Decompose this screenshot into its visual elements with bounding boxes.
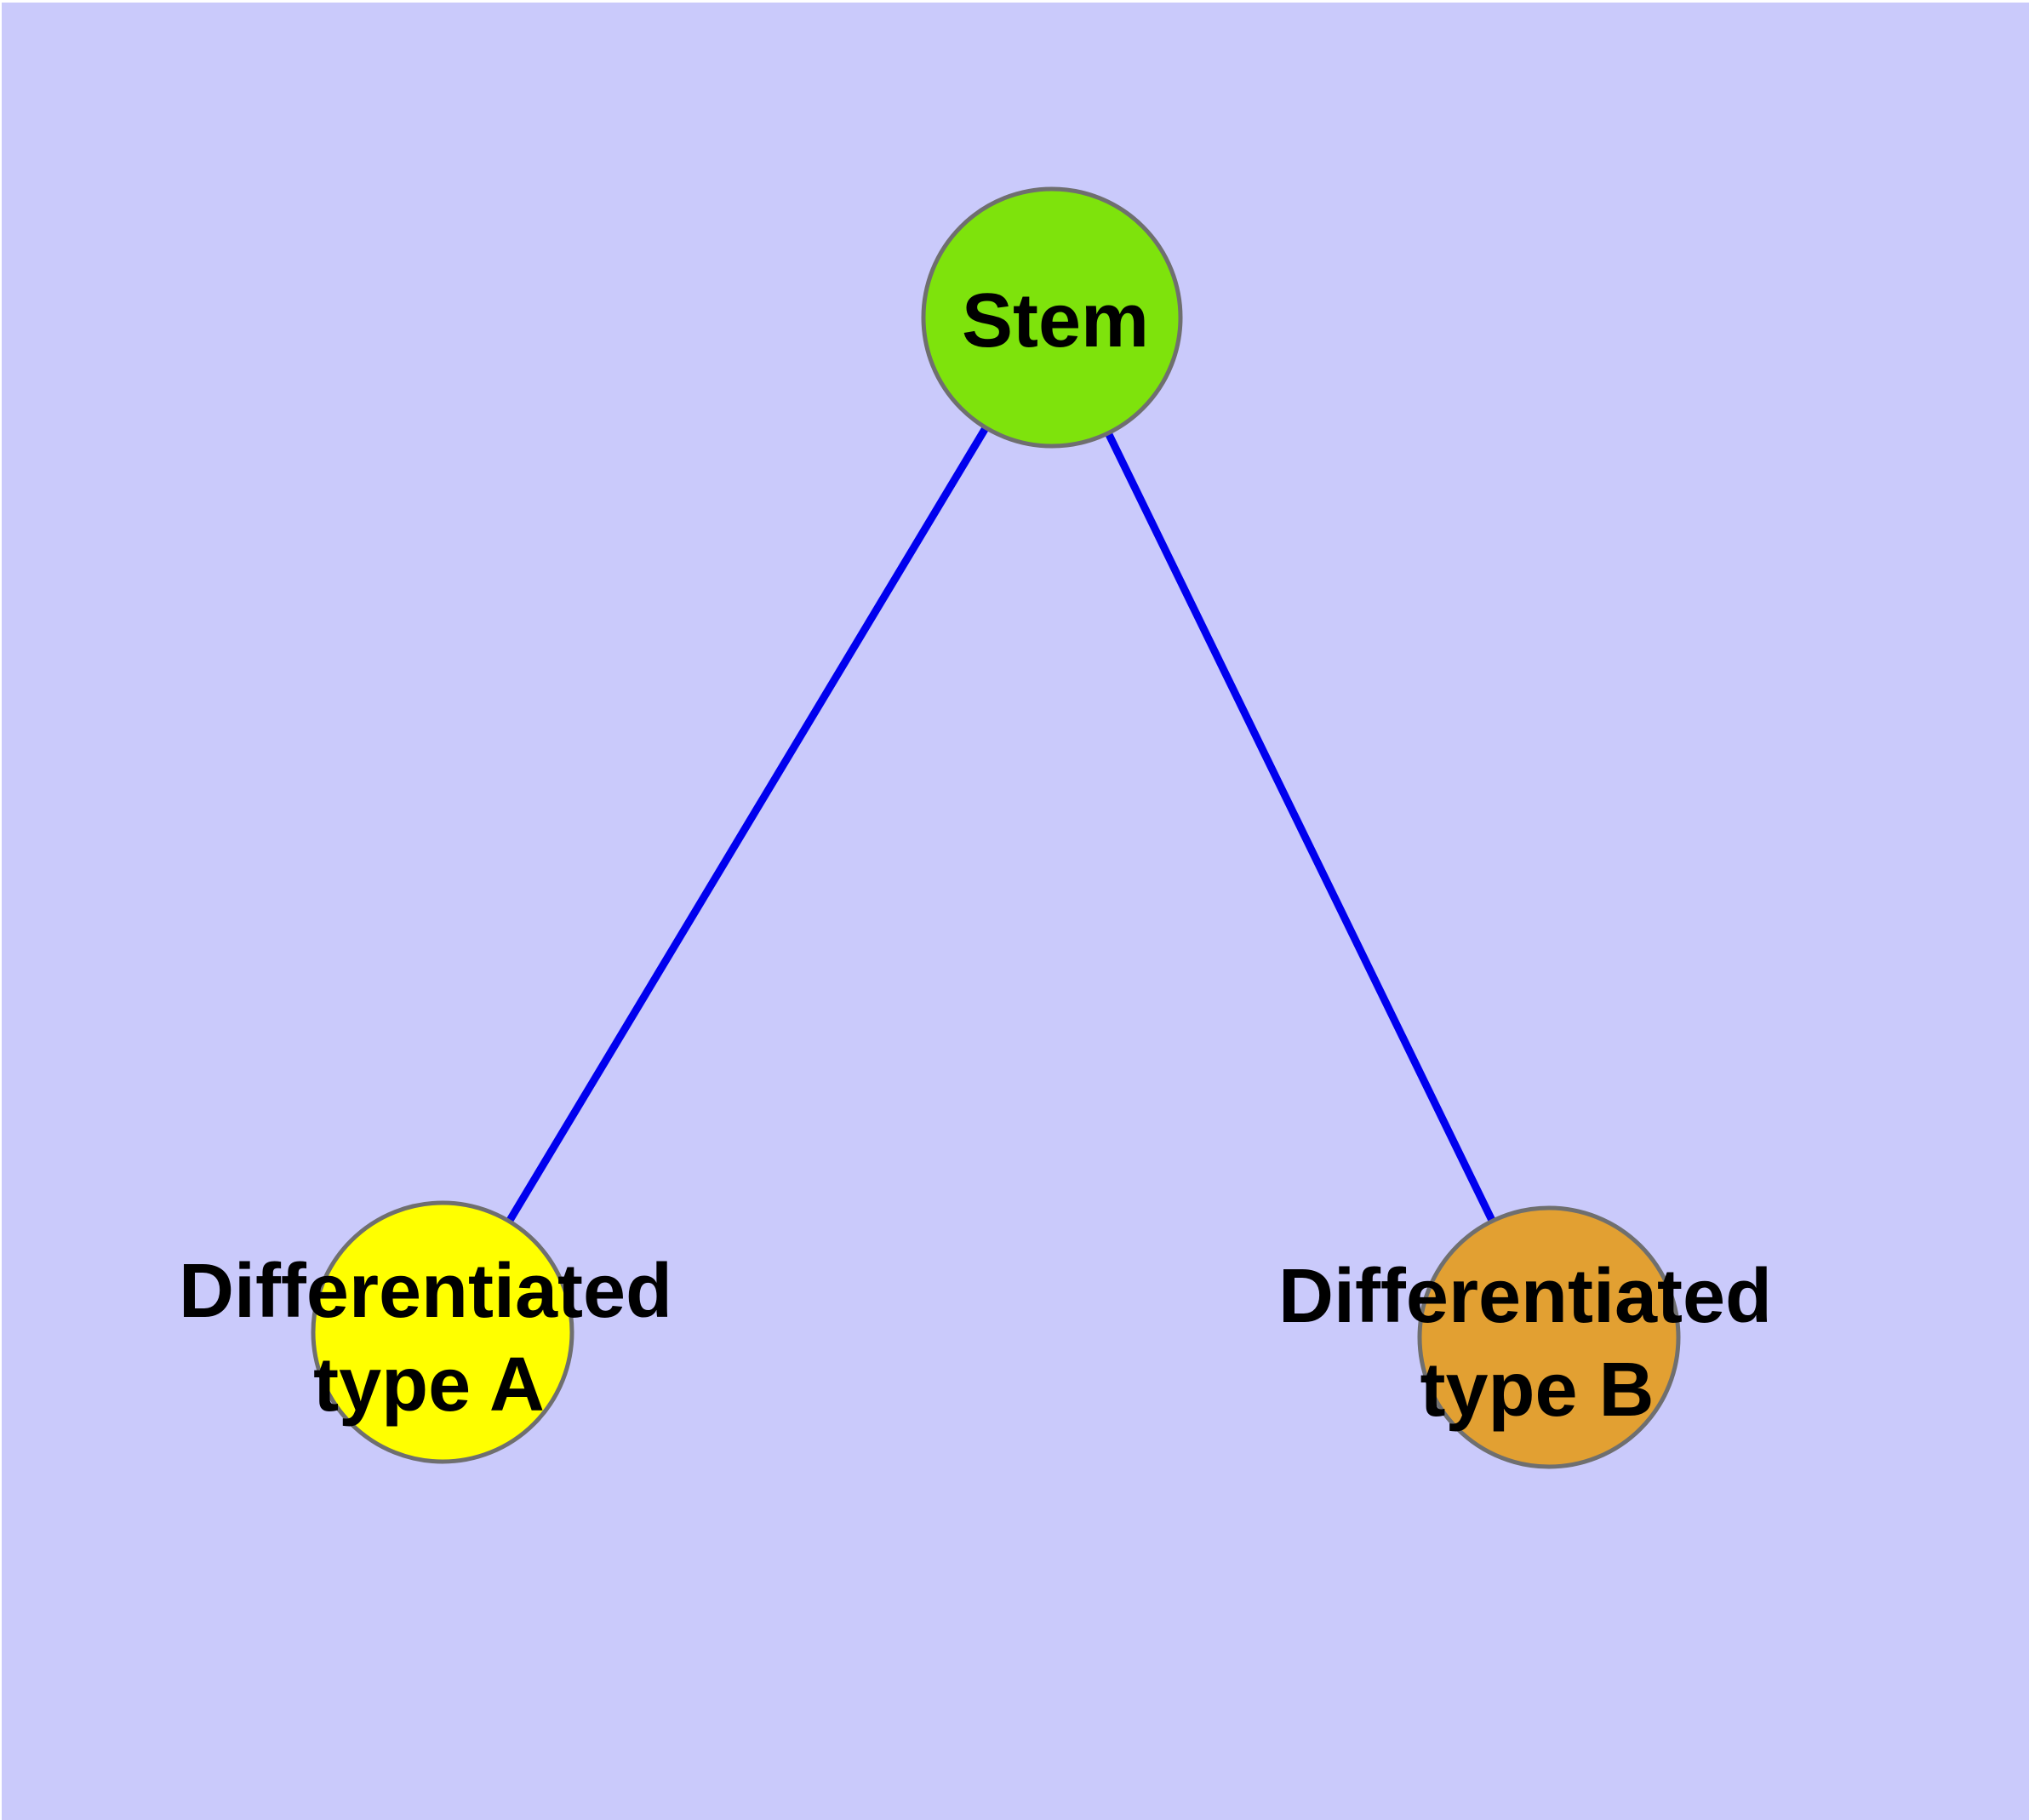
node-stem-label: Stem [962,278,1149,363]
node-type-a-label-line2: type A [313,1342,545,1428]
edge-stem-to-type-b [1048,316,1553,1339]
node-stem [921,186,1183,449]
edge-stem-to-type-a [439,315,1055,1335]
node-differentiated-type-b [1417,1205,1681,1469]
node-type-b-label-line1: Differentiated [1278,1254,1772,1339]
node-layer [311,186,1681,1469]
edge-layer [439,315,1553,1339]
node-differentiated-type-a [311,1200,574,1464]
node-type-a-label-line1: Differentiated [179,1249,672,1334]
node-type-b-label-line2: type B [1420,1348,1654,1433]
label-layer: Stem Differentiated type A Differentiate… [179,278,1772,1433]
